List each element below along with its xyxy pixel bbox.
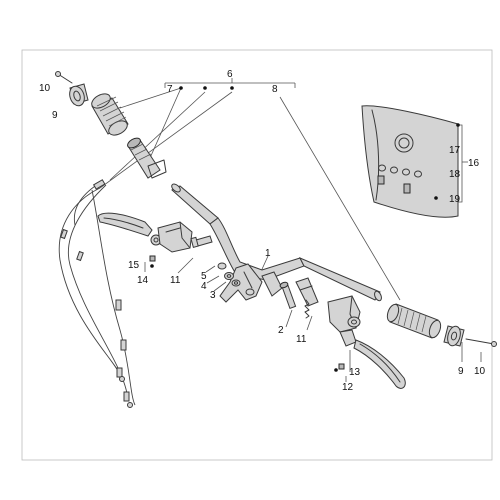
marker-dot-19: [434, 196, 438, 200]
nut-5: [217, 262, 227, 270]
throttle-cables: [58, 179, 136, 408]
clamp-bolt: [279, 281, 297, 310]
callout-16: 16: [468, 158, 480, 169]
callout-13: 13: [349, 367, 361, 378]
callout-3: 3: [210, 290, 216, 301]
marker-dot-16: [456, 123, 460, 127]
callout-5: 5: [201, 271, 207, 282]
callout-1: 1: [265, 248, 271, 259]
callout-9-right: 9: [458, 366, 464, 377]
bar-end-weight-left: [69, 83, 89, 107]
marker-dot-15: [150, 264, 154, 268]
callout-9-left: 9: [52, 110, 58, 121]
marker-dot-6a: [203, 86, 207, 90]
bar-end-bolt-right: [465, 338, 497, 347]
diagram-frame: [21, 49, 493, 461]
left-grip: [91, 93, 129, 136]
callout-2: 2: [278, 325, 284, 336]
callout-4: 4: [201, 281, 207, 292]
marker-dot-13: [334, 368, 338, 372]
washer-4: [224, 272, 234, 280]
callout-19: 19: [449, 194, 461, 205]
washer-3: [231, 279, 241, 287]
callout-15: 15: [128, 260, 140, 271]
callout-11-right: 11: [296, 334, 307, 345]
spring-pin: [304, 299, 310, 319]
callout-6: 6: [227, 69, 233, 80]
callout-17: 17: [449, 145, 461, 156]
right-grip: [386, 303, 442, 339]
callout-18: 18: [449, 169, 461, 180]
callout-11-left: 11: [170, 275, 181, 286]
bar-end-bolt-left: [55, 71, 73, 84]
callout-7: 7: [167, 84, 173, 95]
callout-labels: 6 7 8 10 9 17 16 18 19 1 15 14 11 5 4 3 …: [39, 69, 486, 393]
bolt-11-left: [195, 235, 213, 247]
fasteners-left: [190, 235, 241, 287]
right-brake-lever-assembly: [327, 295, 406, 389]
marker-dot-7: [179, 86, 183, 90]
handlebar-main: [171, 183, 382, 307]
callout-10-left: 10: [39, 83, 51, 94]
left-grip-assembly: [55, 71, 167, 179]
callout-14: 14: [137, 275, 149, 286]
bar-end-weight-right: [443, 325, 465, 347]
callout-12: 12: [342, 382, 354, 393]
callout-10-right: 10: [474, 366, 486, 377]
callout-8: 8: [272, 84, 278, 95]
marker-dot-6b: [230, 86, 234, 90]
throttle-twist-grip: [127, 137, 167, 179]
switch-panel: [361, 105, 459, 218]
left-brake-lever-assembly: [97, 212, 193, 262]
